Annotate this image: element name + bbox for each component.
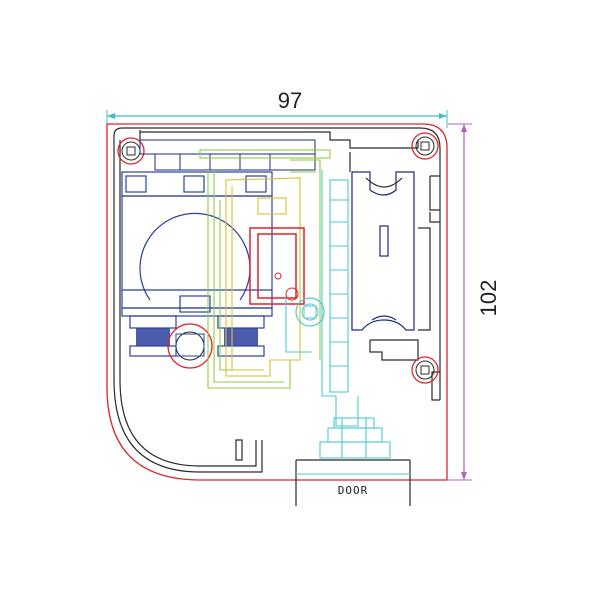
top-mounting-rail bbox=[139, 139, 316, 171]
bracket bbox=[225, 177, 301, 377]
height-dimension-label: 102 bbox=[476, 280, 501, 317]
width-dimension-label: 97 bbox=[278, 88, 302, 113]
limit-switch bbox=[249, 227, 305, 305]
profile-outline bbox=[113, 127, 441, 473]
hanger-bolt bbox=[319, 417, 391, 459]
carriage-track bbox=[285, 170, 359, 427]
housing-outline bbox=[106, 123, 448, 481]
door-label: DOOR bbox=[338, 484, 369, 497]
left-pulley bbox=[129, 315, 177, 357]
screw-top-right bbox=[411, 132, 439, 160]
drive-gear bbox=[167, 323, 213, 369]
roller-wheel bbox=[285, 287, 325, 327]
height-dimension: 102 bbox=[448, 123, 501, 481]
right-pulley bbox=[217, 315, 265, 357]
width-dimension: 97 bbox=[106, 88, 448, 128]
door-panel: DOOR bbox=[295, 459, 411, 506]
carriage-body bbox=[351, 171, 415, 331]
screw-bottom-right bbox=[411, 356, 439, 384]
